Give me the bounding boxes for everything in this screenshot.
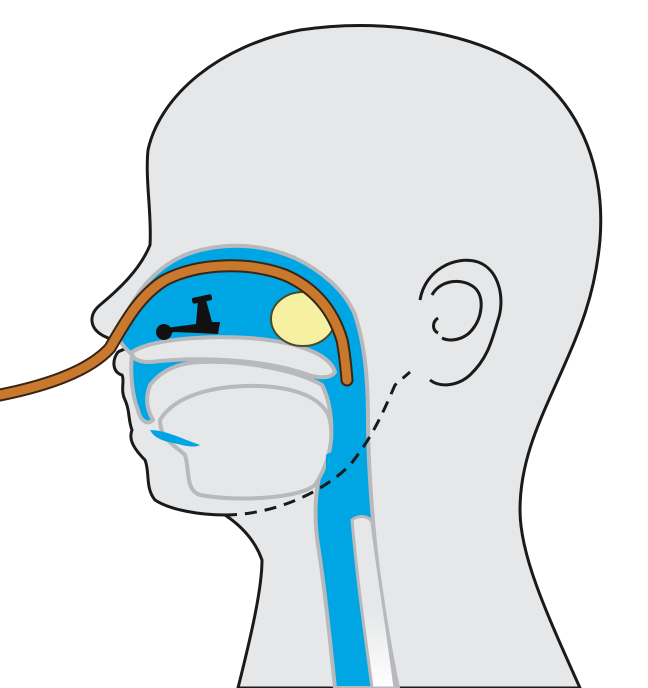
tongue — [157, 383, 334, 501]
jaw-line — [224, 370, 411, 517]
ear-inner — [430, 279, 483, 342]
epiglottis — [326, 452, 340, 473]
hard-palate — [129, 335, 338, 380]
nasal-tube-fill — [0, 261, 352, 400]
ear-outer — [418, 258, 503, 387]
black-device-shape — [156, 294, 220, 340]
ear-lobe-detail — [432, 316, 439, 335]
trachea — [350, 515, 397, 688]
oral-vestibule — [150, 430, 200, 447]
